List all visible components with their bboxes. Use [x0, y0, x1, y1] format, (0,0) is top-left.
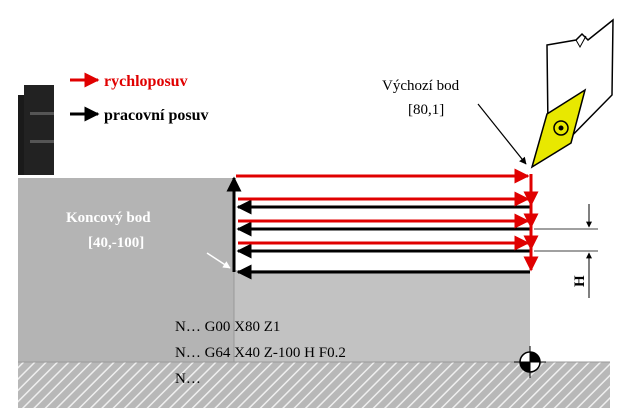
base-hatch — [18, 362, 610, 408]
start-point-leader — [477, 103, 527, 165]
turning-tool-icon — [530, 18, 614, 169]
chuck-jaw-icon — [18, 85, 54, 175]
dimension-h-label: H — [572, 275, 588, 287]
legend: rychloposuv pracovní posuv — [70, 72, 208, 124]
end-point-coords: [40,-100] — [88, 235, 144, 251]
finished-part — [234, 270, 530, 362]
tool-path — [226, 168, 539, 280]
start-point-coords: [80,1] — [408, 102, 444, 118]
end-point-label: Koncový bod — [66, 210, 151, 226]
legend-feed-label: pracovní posuv — [104, 107, 208, 124]
start-point-label: Výchozí bod — [382, 78, 460, 94]
stock-left — [18, 178, 234, 362]
nc-program: N… G00 X80 Z1 N… G64 X40 Z-100 H F0.2 N… — [175, 319, 346, 387]
end-point: Koncový bod [40,-100] — [66, 210, 231, 269]
removed-material — [234, 178, 534, 270]
program-line-3: N… — [175, 371, 201, 387]
program-line-1: N… G00 X80 Z1 — [175, 319, 280, 335]
workpiece-zero-icon — [514, 346, 546, 378]
start-point: Výchozí bod [80,1] — [382, 78, 527, 165]
legend-rapid-label: rychloposuv — [104, 73, 188, 90]
end-point-leader — [206, 252, 231, 269]
program-line-2: N… G64 X40 Z-100 H F0.2 — [175, 345, 346, 361]
workpiece — [18, 178, 610, 408]
dimension-h: H — [534, 204, 598, 298]
